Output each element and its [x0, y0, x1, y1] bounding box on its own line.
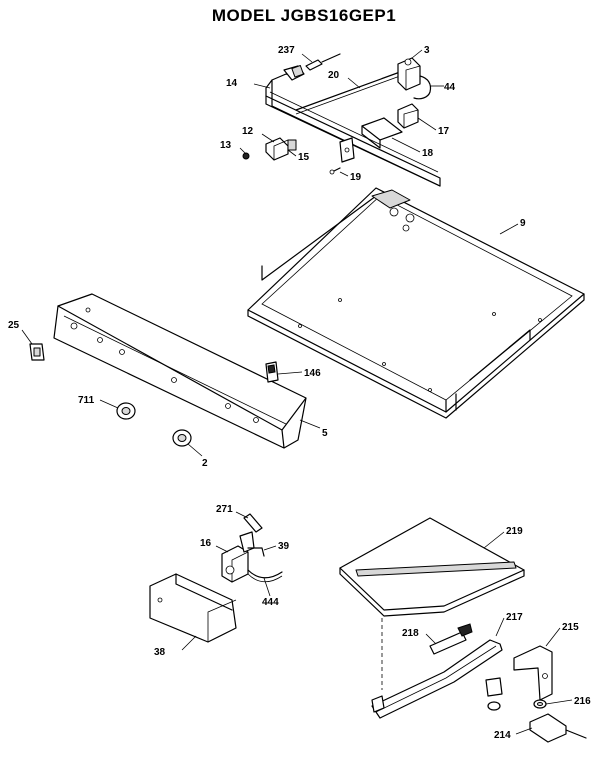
callout-5: 5 — [322, 428, 328, 439]
callout-38: 38 — [154, 647, 166, 658]
gas-line-20 — [295, 71, 401, 115]
leader-lines — [21, 49, 573, 735]
callout-25: 25 — [8, 320, 20, 331]
orifice-fitting-237 — [305, 53, 341, 71]
callout-218: 218 — [402, 628, 419, 639]
callout-numbers: 237 3 14 20 44 12 13 15 17 18 19 9 25 14… — [8, 45, 591, 741]
callout-16: 16 — [200, 538, 212, 549]
tube-444 — [247, 569, 283, 583]
callout-15: 15 — [298, 152, 310, 163]
mount-bracket — [339, 137, 355, 163]
callout-271: 271 — [216, 504, 233, 515]
safety-valve-16 — [221, 531, 255, 583]
callout-39: 39 — [278, 541, 290, 552]
callout-711: 711 — [78, 395, 95, 406]
diagram-title: MODEL JGBS16GEP1 — [211, 6, 397, 25]
callout-214: 214 — [494, 730, 511, 741]
callout-3: 3 — [424, 45, 430, 56]
screw-19 — [329, 167, 341, 175]
callout-146: 146 — [304, 368, 321, 379]
callout-12: 12 — [242, 126, 254, 137]
callout-14: 14 — [226, 78, 238, 89]
valve-cover-38 — [149, 573, 237, 643]
washer-216 — [533, 699, 547, 709]
manifold-tube — [265, 73, 441, 187]
spring-clip-44 — [413, 75, 432, 100]
callout-19: 19 — [350, 172, 362, 183]
grommet-2 — [172, 429, 192, 447]
callout-18: 18 — [422, 148, 434, 159]
callout-13: 13 — [220, 140, 232, 151]
callout-44: 44 — [444, 82, 456, 93]
manifold-fitting — [283, 65, 305, 81]
bracket-215 — [513, 645, 553, 701]
callout-216: 216 — [574, 696, 591, 707]
bracket-18 — [361, 117, 403, 149]
air-shutter-12-15 — [265, 137, 297, 161]
callout-20: 20 — [328, 70, 340, 81]
spring-271 — [243, 513, 263, 533]
drip-pan-219 — [339, 517, 525, 617]
callout-217: 217 — [506, 612, 523, 623]
callout-9: 9 — [520, 218, 526, 229]
grommet-711 — [116, 402, 136, 420]
callout-219: 219 — [506, 526, 523, 537]
igniter-holder — [485, 677, 503, 711]
callout-17: 17 — [438, 126, 450, 137]
callout-215: 215 — [562, 622, 579, 633]
callout-237: 237 — [278, 45, 295, 56]
clip-25 — [29, 343, 45, 361]
igniter-bracket-217 — [371, 639, 503, 719]
ignitor-17 — [397, 103, 419, 129]
screw-13 — [242, 152, 250, 160]
electrode-214 — [529, 713, 587, 743]
bracket-39 — [247, 547, 265, 557]
callout-2: 2 — [202, 458, 208, 469]
callout-444: 444 — [262, 597, 279, 608]
valve-bracket-3 — [397, 57, 421, 91]
igniter-218 — [429, 623, 473, 655]
clip-146 — [265, 361, 279, 383]
burner-support-channel-5 — [53, 293, 307, 449]
burner-pan-9 — [247, 187, 585, 419]
